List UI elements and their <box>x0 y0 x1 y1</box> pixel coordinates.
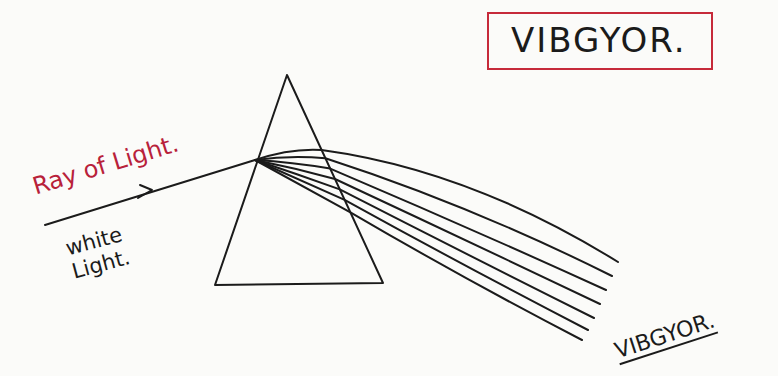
spectrum-ray <box>255 150 618 262</box>
spectrum-ray <box>255 160 582 340</box>
spectrum-ray <box>255 160 600 304</box>
spectrum-ray <box>255 160 594 318</box>
spectrum-ray <box>255 160 588 330</box>
box-text: VIBGYOR. <box>511 20 689 60</box>
ray-arrowhead <box>138 185 152 198</box>
spectrum-ray <box>255 160 606 290</box>
spectrum-ray <box>255 157 612 276</box>
light-label: white Light. <box>63 216 153 283</box>
spectrum-label: VIBGYOR. <box>612 308 718 364</box>
title-box: VIBGYOR. <box>487 12 713 70</box>
